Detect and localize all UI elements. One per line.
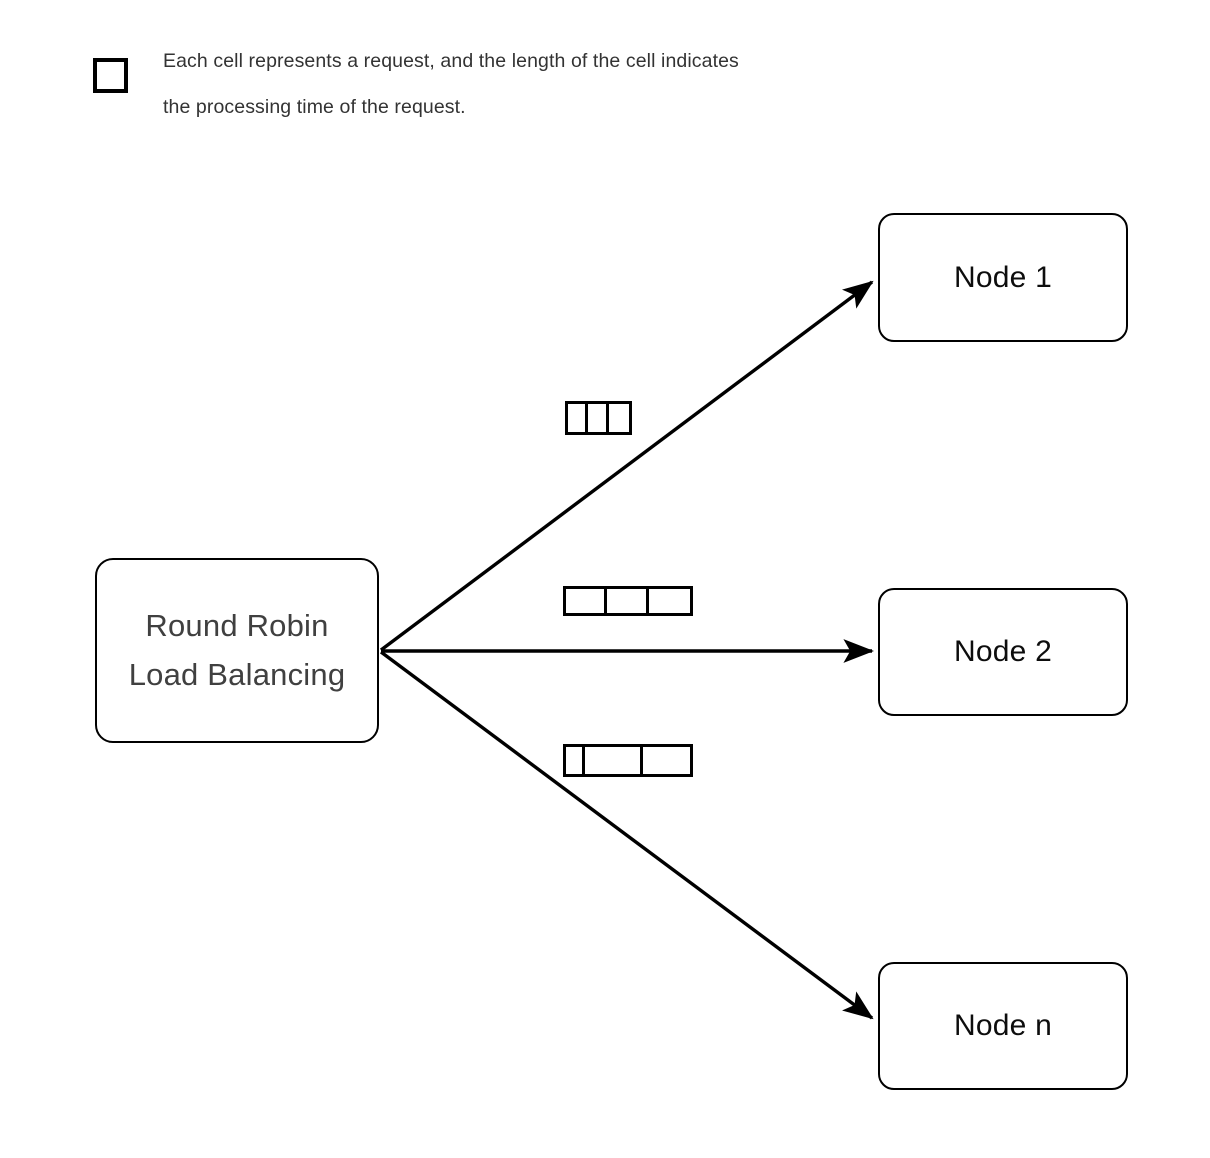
request-cell	[588, 404, 609, 432]
legend-caption: Each cell represents a request, and the …	[163, 50, 739, 118]
empty-square-icon	[93, 58, 128, 93]
node-box-node2[interactable]: Node 2	[878, 588, 1128, 716]
load-balancer-box[interactable]: Round Robin Load Balancing	[95, 558, 379, 743]
node-box-noden[interactable]: Node n	[878, 962, 1128, 1090]
edge-source-to-noden	[379, 650, 874, 1020]
edge-source-to-node1	[379, 280, 874, 652]
request-cell	[608, 404, 629, 432]
node-label-node1: Node 1	[954, 260, 1052, 294]
request-cell	[566, 589, 608, 613]
request-cell	[642, 747, 690, 774]
request-cell	[607, 589, 649, 613]
request-cell	[585, 747, 643, 774]
node-label-node2: Node 2	[954, 635, 1052, 669]
request-queue-noden	[563, 744, 693, 777]
request-cell	[648, 589, 690, 613]
request-queue-node1	[565, 401, 632, 435]
load-balancer-label: Round Robin Load Balancing	[128, 608, 346, 692]
request-queue-node2	[563, 586, 693, 616]
node-box-node1[interactable]: Node 1	[878, 213, 1128, 342]
request-cell	[568, 404, 589, 432]
node-label-noden: Node n	[954, 1009, 1052, 1043]
request-cell	[566, 747, 586, 774]
